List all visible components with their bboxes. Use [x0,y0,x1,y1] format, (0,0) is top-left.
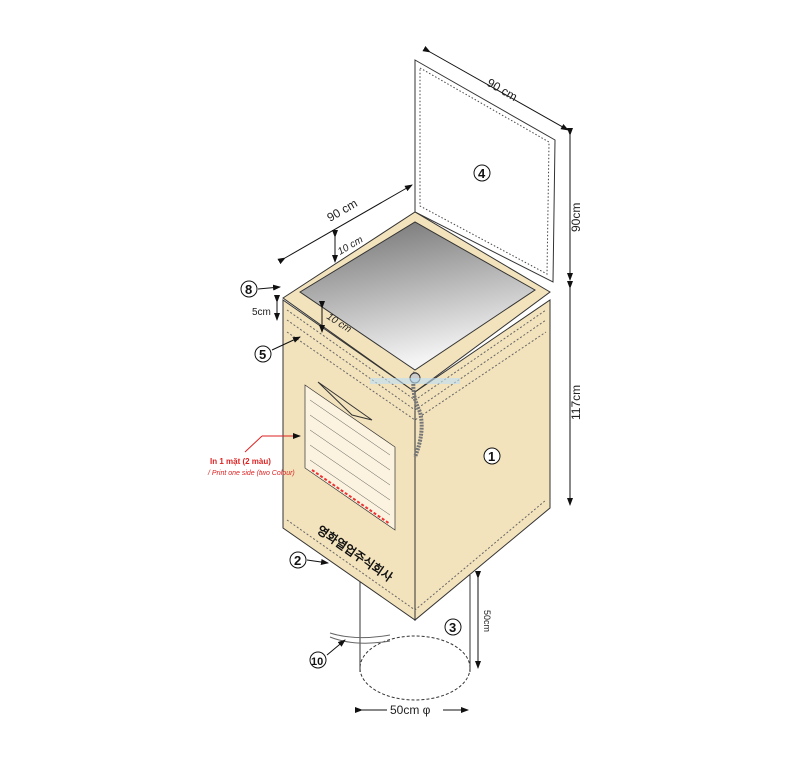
top-width-label: 90 cm [325,196,360,224]
svg-text:8: 8 [245,282,252,297]
lid-width-label: 90 cm [485,75,520,103]
spout-diameter-label: 50cm φ [390,703,431,717]
callout-5: 5 [254,336,301,363]
svg-text:3: 3 [449,620,456,635]
callout-10: 10 [309,639,346,669]
callout-8: 8 [240,280,281,298]
callout-1: 1 [483,447,501,465]
callout-2: 2 [289,551,329,569]
svg-text:4: 4 [478,166,486,181]
svg-text:10: 10 [311,656,323,668]
print-note: In 1 mặt (2 màu) / Print one side (two C… [207,433,301,477]
svg-text:5: 5 [259,347,266,362]
seam-label: 5cm [252,307,271,318]
svg-text:1: 1 [488,449,495,464]
callout-3: 3 [444,618,462,636]
spout-length-label: 50cm [482,610,492,632]
print-note-vi: In 1 mặt (2 màu) [210,457,271,466]
lid-height-label: 90cm [569,203,583,232]
print-note-en: / Print one side (two Colour) [207,470,295,477]
svg-text:2: 2 [294,553,301,568]
callout-4: 4 [473,164,491,182]
body-height-label: 117cm [569,385,583,420]
